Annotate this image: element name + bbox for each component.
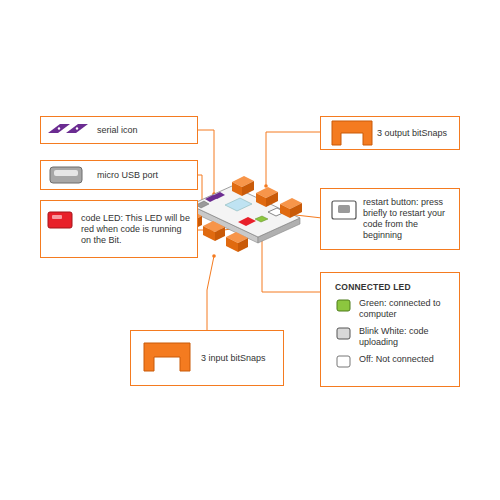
code-led-icon-shine	[52, 215, 62, 219]
usb-icon	[50, 167, 82, 183]
callout-box: 3 input bitSnaps	[130, 330, 284, 386]
usb-icon-body	[50, 167, 82, 183]
snap-side	[238, 238, 248, 252]
leader-line	[207, 256, 214, 330]
serial-icon	[48, 124, 88, 133]
callout-label: 3 output bitSnaps	[377, 128, 455, 139]
leader-dot	[264, 184, 268, 188]
snap-side	[226, 237, 238, 252]
connected-led	[255, 216, 268, 222]
callout-label: restart button: press briefly to restart…	[363, 197, 454, 241]
serial-icon-dot	[76, 127, 78, 129]
leader-line	[198, 130, 214, 194]
leader-dot	[212, 254, 216, 258]
restart-icon	[332, 201, 356, 219]
snap-icon	[332, 121, 372, 145]
status-description: Blink White: code uploading	[335, 326, 454, 354]
callout-box: serial icon	[40, 116, 198, 144]
output-snap	[232, 176, 254, 196]
callout-label: code LED: This LED will be red when code…	[81, 213, 192, 246]
input-snap	[203, 221, 225, 241]
connected-led-icons	[337, 300, 350, 367]
output-snap	[280, 198, 302, 218]
leader-line	[266, 132, 322, 186]
callout-box: 3 output bitSnaps	[320, 116, 460, 150]
bit-snaps	[180, 176, 302, 252]
callout-label: micro USB port	[97, 170, 191, 181]
status-description: Off: Not connected	[335, 354, 454, 382]
input-snap-icon	[144, 343, 190, 371]
snap-side	[280, 204, 290, 218]
snap-side	[290, 203, 302, 218]
code-led-icon	[48, 212, 72, 228]
snap-side	[256, 193, 266, 207]
serial-icon-bar	[48, 124, 70, 133]
white-led-icon	[337, 328, 350, 339]
usb-icon-slot	[54, 170, 78, 176]
snap-side	[266, 192, 278, 207]
code-led-icon-body	[48, 212, 72, 228]
serial-icon-dot	[58, 127, 60, 129]
serial-icon-bar	[66, 124, 88, 133]
snap-side	[203, 226, 215, 241]
off-led-icon	[337, 356, 350, 367]
code-led	[238, 217, 256, 226]
callout-box: micro USB port	[40, 160, 198, 190]
output-snap-icon	[332, 121, 372, 145]
callout-label: 3 input bitSnaps	[201, 353, 278, 364]
green-led-icon	[337, 300, 350, 311]
snap-icon	[144, 343, 190, 371]
callout-heading: CONNECTED LED	[335, 282, 454, 293]
output-snap	[256, 187, 278, 207]
snap-side	[215, 227, 225, 241]
input-snap	[226, 232, 248, 252]
restart-icon-button	[338, 205, 350, 213]
callout-box: restart button: press briefly to restart…	[320, 188, 460, 250]
callout-box: code LED: This LED will be red when code…	[40, 200, 198, 258]
status-description: Green: connected to computer	[335, 298, 454, 326]
restart-icon-body	[332, 201, 356, 219]
snap-side	[242, 181, 254, 196]
serial-chip	[212, 192, 225, 199]
chip	[225, 198, 252, 211]
snap-side	[232, 182, 242, 196]
callout-label: serial icon	[97, 125, 191, 136]
callout-box: CONNECTED LED Green: connected to compute…	[320, 272, 460, 387]
bit-board	[190, 186, 300, 243]
